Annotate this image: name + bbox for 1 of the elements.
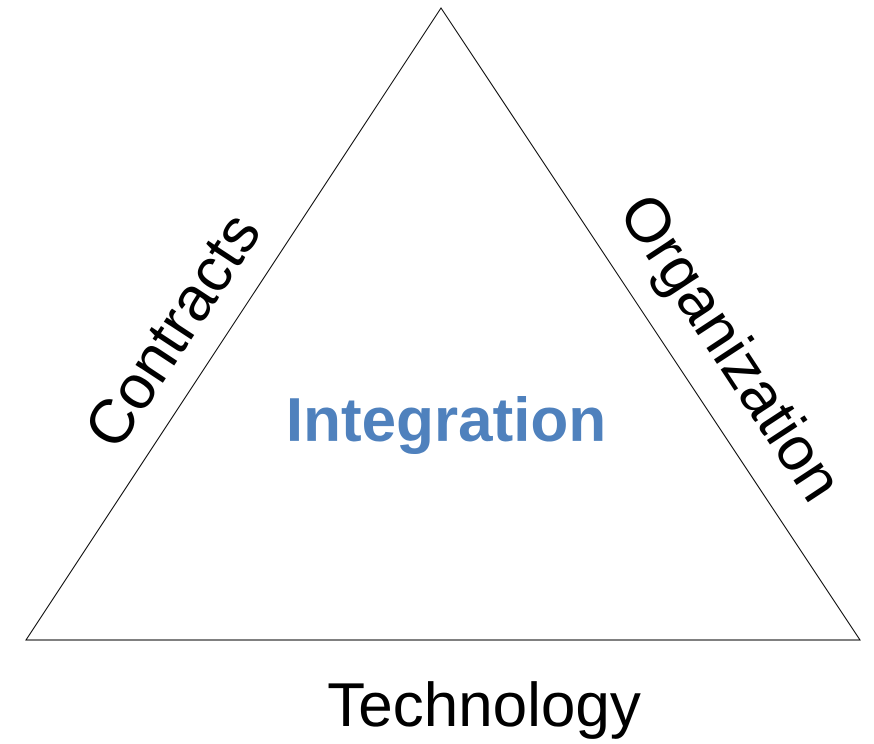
center-label: Integration xyxy=(290,396,602,454)
